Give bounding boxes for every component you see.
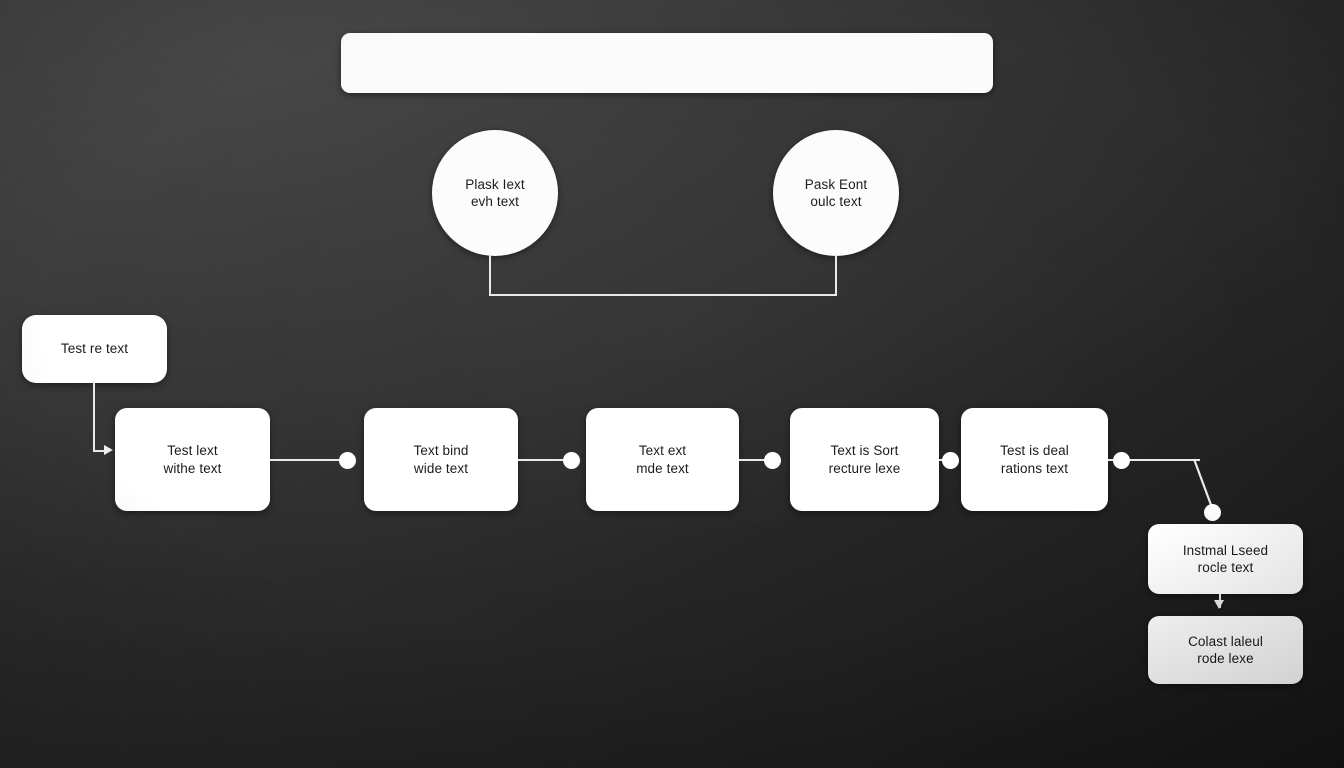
- chain-box-3[interactable]: Text ext mde text: [586, 408, 739, 511]
- chain-box-5-line1: Test is deal: [1000, 443, 1069, 459]
- chain-box-1[interactable]: Test lext withe text: [115, 408, 270, 511]
- chain-box-1-line1: Test lext: [167, 443, 218, 459]
- connector-left-run: [93, 450, 105, 452]
- left-entry-box-line1: Test re text: [60, 341, 129, 357]
- branch-box-1-line1: Instmal Lseed: [1182, 542, 1269, 558]
- circle-node-1-line2: evh text: [470, 194, 520, 209]
- connector-dot-3: [764, 452, 781, 469]
- chain-box-4-line2: recture lexe: [828, 460, 901, 476]
- chain-box-4-line1: Text is Sort: [830, 443, 899, 459]
- chain-box-3-line2: mde text: [636, 460, 689, 476]
- chain-box-2[interactable]: Text bind wide text: [364, 408, 518, 511]
- connector-chain-1: [270, 459, 342, 461]
- connector-dot-5: [1113, 452, 1130, 469]
- connector-circle2-drop: [835, 254, 837, 296]
- connector-chain-5: [1108, 459, 1114, 461]
- top-banner[interactable]: [341, 33, 993, 93]
- circle-node-2-line1: Pask Eont: [804, 176, 868, 192]
- connector-dot-2: [563, 452, 580, 469]
- arrow-right-icon: [104, 445, 113, 455]
- connector-chain-2: [518, 459, 566, 461]
- branch-box-2[interactable]: Colast laleul rode lexe: [1148, 616, 1303, 684]
- chain-box-1-line2: withe text: [163, 460, 222, 476]
- connector-left-drop: [93, 381, 95, 452]
- chain-box-3-line1: Text ext: [638, 443, 687, 459]
- circle-node-1-line1: Plask Iext: [465, 176, 525, 192]
- connector-circle1-drop: [489, 254, 491, 296]
- chain-box-2-line1: Text bind: [413, 443, 469, 459]
- connector-branch-run: [1130, 459, 1200, 461]
- connector-dot-1: [339, 452, 356, 469]
- connector-dot-6: [1204, 504, 1221, 521]
- chain-box-5[interactable]: Test is deal rations text: [961, 408, 1108, 511]
- circle-node-2-line2: oulc text: [810, 194, 862, 209]
- chain-box-5-line2: rations text: [1000, 460, 1069, 476]
- branch-box-1-line2: rocle text: [1197, 560, 1254, 575]
- branch-box-1[interactable]: Instmal Lseed rocle text: [1148, 524, 1303, 594]
- chain-box-2-line2: wide text: [413, 460, 469, 476]
- chain-box-4[interactable]: Text is Sort recture lexe: [790, 408, 939, 511]
- connector-circle-bus: [489, 294, 837, 296]
- circle-node-1[interactable]: Plask Iext evh text: [432, 130, 558, 256]
- connector-dot-4: [942, 452, 959, 469]
- branch-box-2-line2: rode lexe: [1197, 651, 1254, 666]
- left-entry-box[interactable]: Test re text: [22, 315, 167, 383]
- arrow-down-icon: [1214, 600, 1224, 609]
- circle-node-2[interactable]: Pask Eont oulc text: [773, 130, 899, 256]
- connector-chain-3: [739, 459, 767, 461]
- branch-box-2-line1: Colast laleul: [1188, 633, 1263, 649]
